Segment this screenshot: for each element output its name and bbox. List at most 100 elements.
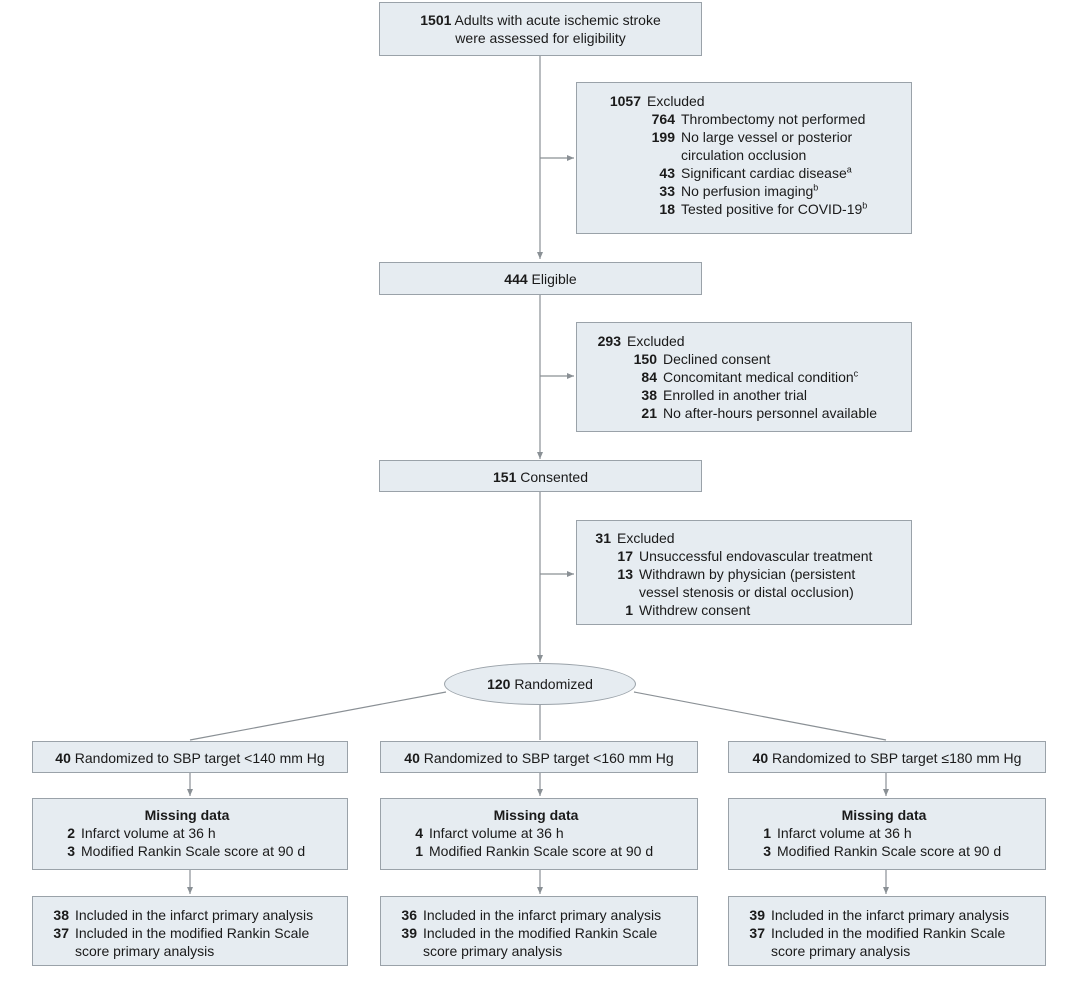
included-item: 36 Included in the infarct primary analy… [381, 906, 691, 924]
included-count: 39 [749, 907, 765, 923]
missing-count: 1 [763, 825, 771, 841]
missing-data-title: Missing data [144, 807, 230, 823]
eligible-label: Eligible [531, 271, 577, 287]
excluded-3-label: Excluded [617, 530, 675, 546]
excluded-2-item-text: Concomitant medical condition [663, 369, 854, 385]
missing-data-title: Missing data [493, 807, 579, 823]
consented-count: 151 [493, 469, 517, 485]
excluded-2-header: 293 Excluded [577, 332, 903, 350]
excluded-2-item: 21 No after-hours personnel available [577, 404, 903, 422]
arm-1-box: 40 Randomized to SBP target <140 mm Hg [32, 741, 348, 773]
excluded-box-2: 293 Excluded 150 Declined consent 84 Con… [576, 322, 912, 432]
excluded-3-header: 31 Excluded [577, 529, 903, 547]
excluded-1-label: Excluded [647, 93, 705, 109]
arm-3-box: 40 Randomized to SBP target ≤180 mm Hg [728, 741, 1046, 773]
excluded-2-item-count: 150 [633, 351, 657, 367]
excluded-2-item-count: 84 [641, 369, 657, 385]
excluded-2-item: 38 Enrolled in another trial [577, 386, 903, 404]
missing-text: Modified Rankin Scale score at 90 d [429, 843, 654, 859]
excluded-1-item-count: 43 [659, 165, 675, 181]
missing-item: 3 Modified Rankin Scale score at 90 d [33, 842, 341, 860]
excluded-3-item-count: 17 [617, 548, 633, 564]
arm-2-box: 40 Randomized to SBP target <160 mm Hg [380, 741, 698, 773]
excluded-1-item: 18 Tested positive for COVID-19b [577, 200, 903, 218]
included-item: 39 Included in the infarct primary analy… [729, 906, 1039, 924]
randomized-label: Randomized [514, 676, 593, 692]
excluded-3-item-count: 13 [617, 566, 633, 582]
excluded-2-label: Excluded [627, 333, 685, 349]
included-item: 39 Included in the modified Rankin Scale… [381, 924, 691, 960]
excluded-1-item-count: 764 [651, 111, 675, 127]
missing-count: 4 [415, 825, 423, 841]
arm-label: Randomized to SBP target ≤180 mm Hg [772, 750, 1022, 766]
arm-1-missing-box: Missing data 2 Infarct volume at 36 h 3 … [32, 798, 348, 870]
included-count: 38 [53, 907, 69, 923]
excluded-1-item-text: Significant cardiac disease [681, 165, 847, 181]
excluded-3-item: 1 Withdrew consent [577, 601, 903, 619]
footnote-marker: b [813, 182, 819, 193]
excluded-3-item-text: Withdrew consent [639, 602, 751, 618]
excluded-3-item: 17 Unsuccessful endovascular treatment [577, 547, 903, 565]
missing-text: Infarct volume at 36 h [429, 825, 564, 841]
excluded-3-item-text: Unsuccessful endovascular treatment [639, 548, 873, 564]
included-text: Included in the modified Rankin Scale sc… [75, 925, 310, 959]
included-count: 37 [53, 925, 69, 941]
included-text: Included in the infarct primary analysis [771, 907, 1010, 923]
included-count: 37 [749, 925, 765, 941]
missing-text: Infarct volume at 36 h [777, 825, 912, 841]
excluded-1-item-text: Tested positive for COVID-19 [681, 201, 863, 217]
footnote-marker: a [846, 164, 852, 175]
excluded-2-item: 150 Declined consent [577, 350, 903, 368]
connector-split-left [189, 691, 447, 741]
included-text: Included in the modified Rankin Scale sc… [423, 925, 658, 959]
assessed-count: 1501 [420, 12, 452, 28]
footnote-marker: b [862, 200, 868, 211]
missing-text: Modified Rankin Scale score at 90 d [81, 843, 306, 859]
assessed-line-2: were assessed for eligibility [455, 30, 626, 46]
excluded-1-item-count: 33 [659, 183, 675, 199]
arm-2-missing-box: Missing data 4 Infarct volume at 36 h 1 … [380, 798, 698, 870]
excluded-2-item-count: 21 [641, 405, 657, 421]
excluded-box-1: 1057 Excluded 764 Thrombectomy not perfo… [576, 82, 912, 234]
excluded-3-item: 13 Withdrawn by physician (persistent ve… [577, 565, 903, 601]
footnote-marker: c [853, 368, 859, 379]
excluded-1-item: 199 No large vessel or posterior circula… [577, 128, 903, 164]
excluded-1-item-count: 199 [651, 129, 675, 145]
missing-item: 1 Infarct volume at 36 h [729, 824, 1039, 842]
consented-label: Consented [520, 469, 588, 485]
eligible-count: 444 [504, 271, 528, 287]
excluded-1-item: 33 No perfusion imagingb [577, 182, 903, 200]
excluded-1-item-text: Thrombectomy not performed [681, 111, 866, 127]
assessed-box: 1501 Adults with acute ischemic stroke w… [379, 2, 702, 56]
excluded-3-item-text: Withdrawn by physician (persistent vesse… [639, 566, 856, 600]
missing-item: 1 Modified Rankin Scale score at 90 d [381, 842, 691, 860]
missing-count: 2 [67, 825, 75, 841]
excluded-1-item: 43 Significant cardiac diseasea [577, 164, 903, 182]
consented-box: 151 Consented [379, 460, 702, 492]
missing-text: Modified Rankin Scale score at 90 d [777, 843, 1002, 859]
included-text: Included in the infarct primary analysis [423, 907, 662, 923]
missing-text: Infarct volume at 36 h [81, 825, 216, 841]
eligible-box: 444 Eligible [379, 262, 702, 295]
excluded-1-count: 1057 [609, 93, 641, 109]
missing-item: 2 Infarct volume at 36 h [33, 824, 341, 842]
missing-count: 3 [67, 843, 75, 859]
arm-2-included-box: 36 Included in the infarct primary analy… [380, 896, 698, 966]
arm-label: Randomized to SBP target <160 mm Hg [423, 750, 674, 766]
included-item: 37 Included in the modified Rankin Scale… [729, 924, 1039, 960]
excluded-2-item: 84 Concomitant medical conditionc [577, 368, 903, 386]
missing-count: 3 [763, 843, 771, 859]
included-item: 38 Included in the infarct primary analy… [33, 906, 341, 924]
excluded-box-3: 31 Excluded 17 Unsuccessful endovascular… [576, 520, 912, 625]
excluded-1-item-text: No large vessel or posterior circulation… [681, 129, 853, 163]
excluded-1-item-text: No perfusion imaging [681, 183, 814, 199]
connector-split-right [633, 691, 887, 741]
included-text: Included in the infarct primary analysis [75, 907, 314, 923]
included-count: 39 [401, 925, 417, 941]
arm-1-included-box: 38 Included in the infarct primary analy… [32, 896, 348, 966]
missing-data-title: Missing data [841, 807, 927, 823]
included-item: 37 Included in the modified Rankin Scale… [33, 924, 341, 960]
randomized-count: 120 [487, 676, 511, 692]
arm-3-included-box: 39 Included in the infarct primary analy… [728, 896, 1046, 966]
excluded-2-item-count: 38 [641, 387, 657, 403]
